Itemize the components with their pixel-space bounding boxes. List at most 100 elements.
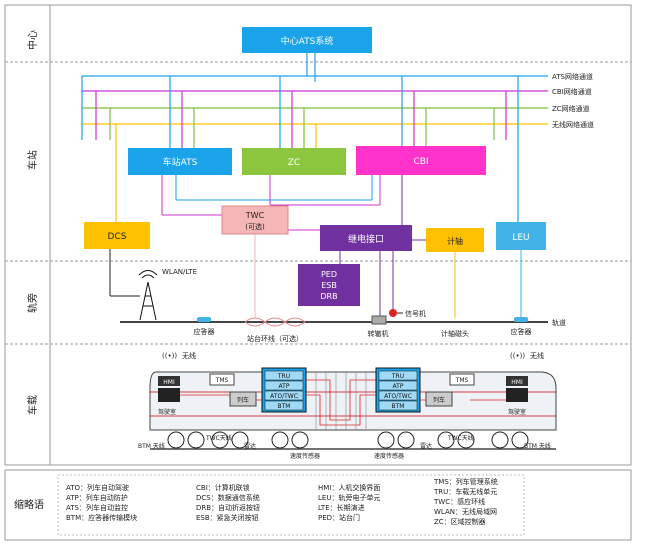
esb-label: ESB <box>321 281 337 290</box>
twc-antenna-label-right: TWC天线 <box>447 434 474 442</box>
cab-label-left: 驾驶室 <box>158 408 176 416</box>
axle-counter-label: 计轴 <box>447 236 463 246</box>
station-ats-box <box>128 148 232 175</box>
legend-item: ATO：列车自动驾驶 <box>66 483 129 492</box>
signal-icon <box>389 309 397 317</box>
btm-right <box>378 400 418 411</box>
legend-item: WLAN：无线局域网 <box>434 507 497 516</box>
row-label-center: 中心 <box>26 30 39 50</box>
btm-left <box>264 400 304 411</box>
cbi-label: CBI <box>413 157 428 167</box>
dcs-label: DCS <box>108 232 127 242</box>
balise-label-2: 应答器 <box>511 327 532 336</box>
tru-label-right: TRU <box>391 373 404 380</box>
legend-item: BTM：应答器传输模块 <box>66 513 137 522</box>
ped-label: PED <box>321 270 337 279</box>
axle-counter-box <box>426 228 484 252</box>
axle-head-label: 计轴磁头 <box>441 329 469 338</box>
diagram-frame <box>4 4 632 466</box>
legend-item: DCS：数据通信系统 <box>196 493 260 502</box>
wireless-label-right: 无线 <box>530 351 544 360</box>
ato-twc-label-right: ATO/TWC <box>384 393 412 400</box>
center-ats-box <box>242 27 372 53</box>
tms-label-left: TMS <box>215 377 229 384</box>
atp-label-right: ATP <box>393 383 404 390</box>
zc-box <box>242 148 346 175</box>
zc-network-label: ZC网络通道 <box>552 104 590 113</box>
train-body <box>149 371 557 431</box>
row-label-station: 车站 <box>26 150 39 170</box>
wireless-network-label: 无线网络通道 <box>552 120 594 129</box>
twc-optional-label: (可选) <box>245 222 265 231</box>
switch-machine-icon <box>371 315 387 325</box>
ped-esb-drb-box <box>298 264 360 306</box>
train-block-right <box>425 391 453 407</box>
legend-item: ZC：区域控制器 <box>434 517 486 526</box>
speed-sensor-label-left: 速度传感器 <box>290 452 320 460</box>
atp-right <box>378 380 418 391</box>
legend-item: ATS：列车自动监控 <box>66 503 128 512</box>
train-label-left: 列车 <box>237 396 249 404</box>
tms-left <box>209 373 235 386</box>
cab-label-right: 驾驶室 <box>508 408 526 416</box>
wlan-tower-icon <box>138 270 158 321</box>
drb-label: DRB <box>320 292 337 301</box>
relay-interface-box <box>320 225 412 251</box>
tms-right <box>449 373 475 386</box>
legend-item: TRU：车载无线单元 <box>433 487 497 496</box>
wlan-lte-label: WLAN/LTE <box>162 268 197 276</box>
platform-loop-icon <box>244 317 306 327</box>
legend-item: ATP：列车自动防护 <box>66 493 128 502</box>
zc-label: ZC <box>288 158 300 168</box>
hmi-right <box>506 376 528 386</box>
track-label: 轨道 <box>552 318 566 327</box>
tru-label-left: TRU <box>277 373 290 380</box>
signal-label: 信号机 <box>405 309 426 318</box>
legend-frame <box>4 469 632 541</box>
radar-label-left: 雷达 <box>244 442 256 450</box>
cbi-network-label: CBI网络通道 <box>552 87 592 96</box>
legend-item: PED：站台门 <box>318 513 360 522</box>
tru-left <box>264 370 304 381</box>
leu-label: LEU <box>512 233 529 243</box>
tru-right <box>378 370 418 381</box>
wireless-label-left: 无线 <box>182 351 196 360</box>
hmi-label-left: HMI <box>163 379 175 386</box>
legend-item: LEU：轨旁电子单元 <box>318 493 380 502</box>
train-wheels <box>167 431 529 449</box>
center-ats-label: 中心ATS系统 <box>281 35 334 47</box>
hmi-screen-left <box>158 388 180 402</box>
train-block-left <box>229 391 257 407</box>
legend-item: TMS：列车管理系统 <box>433 477 498 486</box>
ats-network-label: ATS网络通道 <box>552 72 593 81</box>
station-ats-label: 车站ATS <box>163 156 198 168</box>
legend-item: HMI：人机交换界面 <box>318 483 380 492</box>
ato-twc-label-left: ATO/TWC <box>270 393 298 400</box>
legend-item: DRB：自动折返按钮 <box>196 503 260 512</box>
legend-box <box>57 474 525 536</box>
relay-interface-label: 继电接口 <box>348 233 384 245</box>
ato-twc-left <box>264 390 304 401</box>
train-windows <box>315 372 367 430</box>
balise-icon <box>197 317 211 322</box>
btm-label-left: BTM <box>278 403 291 410</box>
wireless-icon: ((•)) <box>162 352 177 360</box>
legend-item: ESB：紧急关闭按钮 <box>196 513 259 522</box>
balise-label-1: 应答器 <box>194 327 215 336</box>
atp-left <box>264 380 304 391</box>
btm-antenna-label-left: BTM 天线 <box>138 442 165 450</box>
dcs-box <box>84 222 150 249</box>
legend-title: 缩略语 <box>14 498 44 511</box>
btm-antenna-label-right: BTM 天线 <box>524 442 551 450</box>
switch-machine-label: 转辙机 <box>368 329 389 338</box>
cbi-box <box>356 146 486 175</box>
train-label-right: 列车 <box>433 396 445 404</box>
ato-twc-right <box>378 390 418 401</box>
speed-sensor-label-right: 速度传感器 <box>374 452 404 460</box>
atp-label-left: ATP <box>279 383 290 390</box>
radar-label-right: 雷达 <box>420 442 432 450</box>
platform-loop-label: 站台环线（可选） <box>247 334 303 343</box>
btm-label-right: BTM <box>392 403 405 410</box>
twc-box <box>221 205 289 235</box>
